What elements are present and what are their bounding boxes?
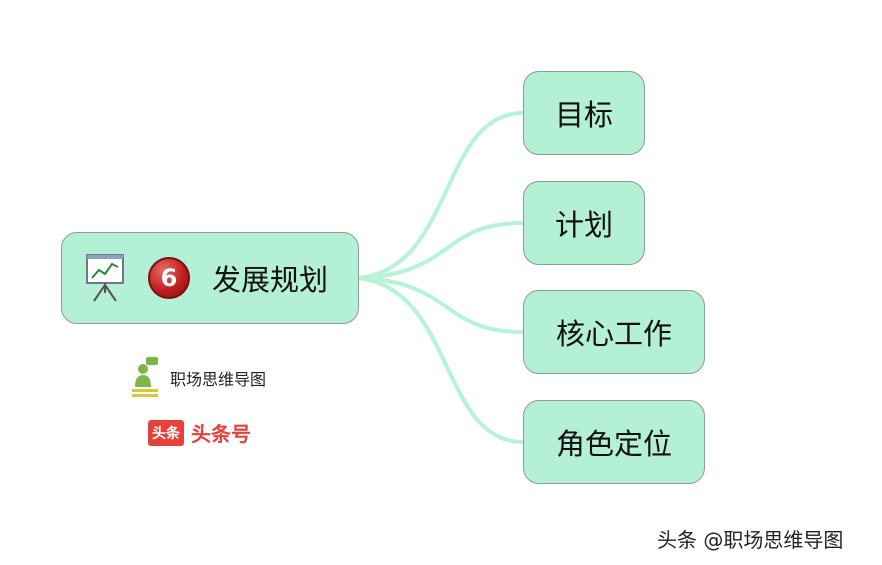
root-node[interactable]: 6 发展规划 xyxy=(61,232,359,324)
connector-plan xyxy=(357,221,525,280)
child-node-core-work[interactable]: 核心工作 xyxy=(523,290,705,374)
child-node-target[interactable]: 目标 xyxy=(523,71,645,155)
number-badge: 6 xyxy=(148,257,190,299)
person-logo-icon xyxy=(130,357,160,399)
root-label: 发展规划 xyxy=(212,263,329,297)
child-node-plan[interactable]: 计划 xyxy=(523,181,645,265)
brand-secondary: 头条 头条号 xyxy=(148,418,251,447)
toutiao-logo-box: 头条 xyxy=(148,419,184,446)
watermark: 头条 @职场思维导图 xyxy=(657,528,844,552)
brand-primary-text: 职场思维导图 xyxy=(170,370,267,389)
connector-target xyxy=(357,111,525,280)
presentation-board-icon xyxy=(84,253,126,303)
connector-role xyxy=(357,276,525,444)
brand-secondary-text: 头条号 xyxy=(191,422,251,446)
brand-primary: 职场思维导图 xyxy=(130,357,266,399)
child-node-role[interactable]: 角色定位 xyxy=(523,400,705,484)
connector-core-work xyxy=(357,276,525,334)
